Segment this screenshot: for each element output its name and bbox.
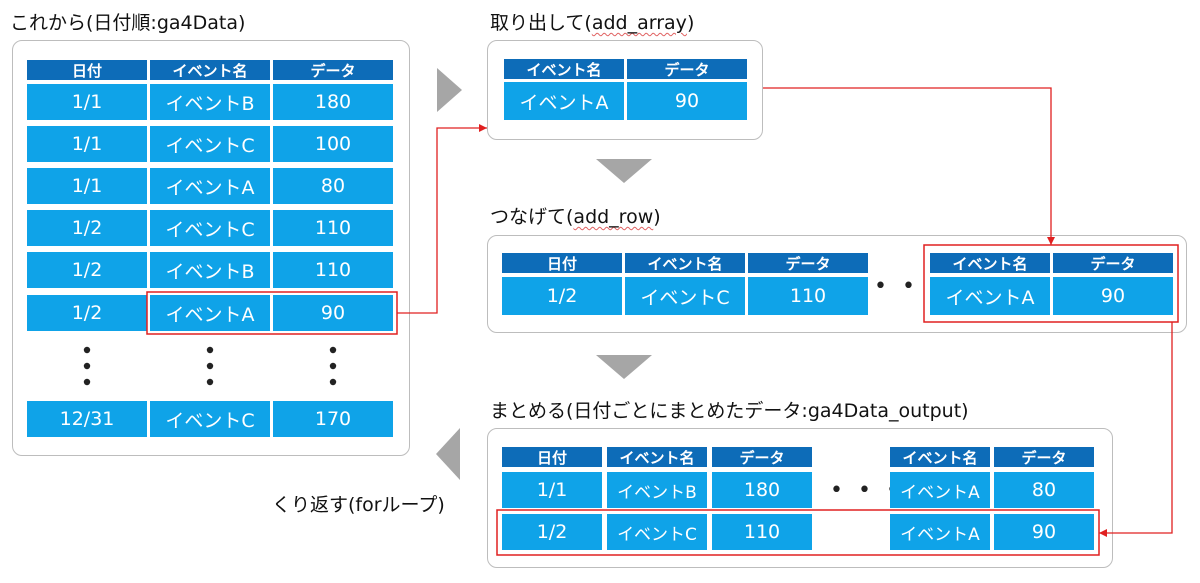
output-row-2-date: 1/2: [502, 514, 602, 550]
source-header-date: 日付: [27, 60, 147, 80]
source-row-3-data: 80: [273, 168, 393, 204]
extract-func-name: add_array: [591, 12, 687, 34]
source-last-date: 12/31: [27, 401, 147, 437]
output-label: まとめる(日付ごとにまとめたデータ:ga4Data_output): [490, 400, 969, 422]
extract-header-data: データ: [627, 59, 747, 79]
join-event-last: イベントA: [930, 277, 1050, 315]
connector-source-to-extract: [397, 124, 487, 314]
output-row-2-event-last: イベントA: [890, 514, 990, 550]
extract-data: 90: [627, 82, 747, 120]
output-row-2-data: 110: [712, 514, 812, 550]
join-event: イベントC: [625, 277, 745, 315]
connector-extract-to-join: [763, 87, 1055, 245]
loop-label: くり返す(forループ): [272, 494, 445, 516]
join-header-data-last: データ: [1053, 253, 1173, 273]
join-label: つなげて(add_row): [490, 206, 661, 228]
source-row-4-data: 110: [273, 210, 393, 246]
source-row-6-date: 1/2: [27, 295, 147, 331]
output-header-event: イベント名: [607, 447, 707, 467]
source-row-4-date: 1/2: [27, 210, 147, 246]
source-row-2-event: イベントC: [150, 126, 270, 162]
output-row-1-data-last: 80: [994, 472, 1094, 508]
source-row-5-date: 1/2: [27, 252, 147, 288]
source-row-6-event: イベントA: [150, 295, 270, 331]
output-row-2-data-last: 90: [994, 514, 1094, 550]
join-header-data: データ: [748, 253, 868, 273]
output-row-1-date: 1/1: [502, 472, 602, 508]
source-label: これから(日付順:ga4Data): [10, 12, 246, 34]
flow-arrow-left: [436, 428, 460, 480]
output-header-data: データ: [712, 447, 812, 467]
output-row-1-event: イベントB: [607, 472, 707, 508]
output-header-date: 日付: [502, 447, 602, 467]
join-header-date: 日付: [502, 253, 622, 273]
source-row-3-date: 1/1: [27, 168, 147, 204]
source-row-1-date: 1/1: [27, 84, 147, 120]
flow-arrow-right: [437, 68, 462, 112]
source-row-2-data: 100: [273, 126, 393, 162]
output-row-1-data: 180: [712, 472, 812, 508]
source-row-5-data: 110: [273, 252, 393, 288]
join-header-event-last: イベント名: [930, 253, 1050, 273]
extract-event: イベントA: [504, 82, 624, 120]
join-date: 1/2: [502, 277, 622, 315]
output-ellipsis: • • •: [830, 478, 903, 503]
flow-arrow-down-1: [596, 159, 652, 183]
source-last-data: 170: [273, 401, 393, 437]
extract-label: 取り出して(add_array): [490, 12, 695, 34]
join-func-name: add_row: [573, 206, 654, 228]
join-header-event: イベント名: [625, 253, 745, 273]
source-row-3-event: イベントA: [150, 168, 270, 204]
join-data-last: 90: [1053, 277, 1173, 315]
source-row-1-event: イベントB: [150, 84, 270, 120]
source-row-6-data: 90: [273, 295, 393, 331]
source-header-data: データ: [273, 60, 393, 80]
source-row-4-event: イベントC: [150, 210, 270, 246]
source-row-2-date: 1/1: [27, 126, 147, 162]
output-row-1-event-last: イベントA: [890, 472, 990, 508]
output-header-data-last: データ: [994, 447, 1094, 467]
source-header-event: イベント名: [150, 60, 270, 80]
source-row-1-data: 180: [273, 84, 393, 120]
flow-arrow-down-2: [596, 355, 652, 379]
join-data: 110: [748, 277, 868, 315]
source-last-event: イベントC: [150, 401, 270, 437]
extract-header-event: イベント名: [504, 59, 624, 79]
output-row-2-event: イベントC: [607, 514, 707, 550]
source-row-5-event: イベントB: [150, 252, 270, 288]
output-header-event-last: イベント名: [890, 447, 990, 467]
